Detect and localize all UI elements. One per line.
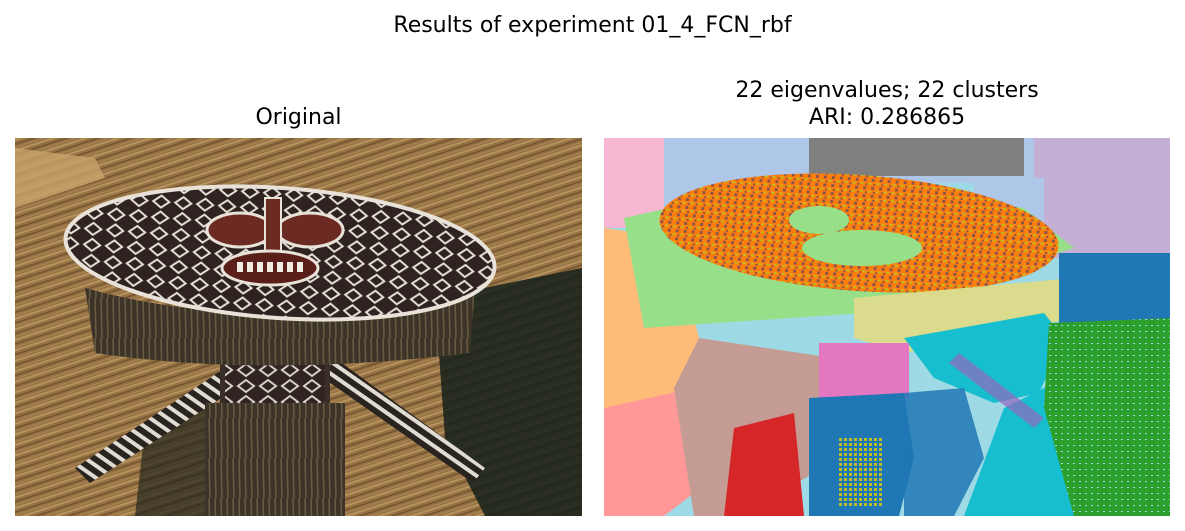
original-image	[15, 138, 582, 516]
segmentation-image-panel	[604, 138, 1170, 516]
figure-suptitle: Results of experiment 01_4_FCN_rbf	[393, 13, 792, 38]
clustering-title-line2: ARI: 0.286865	[808, 105, 966, 130]
segmentation-image	[604, 138, 1170, 516]
clustering-axes-title: 22 eigenvalues; 22 clusters ARI: 0.28686…	[604, 77, 1170, 131]
clustering-title-line1: 22 eigenvalues; 22 clusters	[735, 78, 1039, 103]
original-axes-title: Original	[255, 105, 342, 130]
original-image-panel	[15, 138, 582, 516]
